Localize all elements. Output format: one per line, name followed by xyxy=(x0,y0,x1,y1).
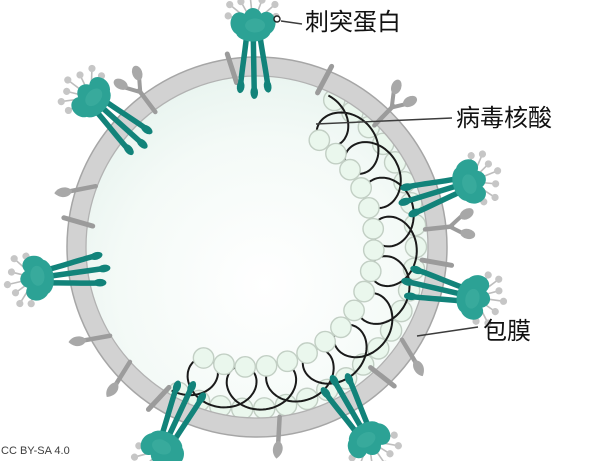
membrane-tick xyxy=(224,51,240,86)
membrane-tick xyxy=(419,257,455,268)
nucleoprotein-bead xyxy=(213,353,235,376)
nucleoprotein-bead xyxy=(308,129,331,152)
nucleic-acid-pointer-line xyxy=(315,117,453,125)
nucleoprotein-bead xyxy=(362,217,385,240)
nucleoprotein-bead xyxy=(339,158,361,181)
spike-pointer-line xyxy=(280,20,303,25)
transmembrane-ticks xyxy=(61,51,455,412)
nucleoprotein-bead xyxy=(343,299,365,322)
nucleoprotein-bead xyxy=(325,142,347,165)
nucleoprotein-bead xyxy=(359,260,382,283)
pointer-lines xyxy=(273,15,479,337)
nucleoprotein-bead xyxy=(192,347,215,369)
spike-protein-label: 刺突蛋白 xyxy=(305,9,401,36)
nucleoprotein-bead xyxy=(234,356,257,378)
nucleoprotein-bead xyxy=(330,316,352,339)
pointer-marker-icon xyxy=(273,15,281,23)
envelope-pointer-line xyxy=(416,326,479,337)
membrane-tick xyxy=(368,365,397,389)
nucleoprotein-bead xyxy=(255,354,278,377)
nucleoprotein-bead xyxy=(296,342,318,364)
nucleoprotein-bead xyxy=(314,330,337,353)
virion-interior xyxy=(68,58,446,436)
nucleoprotein-bead xyxy=(350,177,373,199)
membrane-tick xyxy=(145,384,172,412)
viral-nucleic-acid-helix xyxy=(167,88,428,421)
envelope-label: 包膜 xyxy=(483,318,531,345)
nucleic-acid-label: 病毒核酸 xyxy=(456,105,552,132)
nucleoprotein-bead xyxy=(358,196,380,219)
membrane-tick xyxy=(61,215,96,229)
envelope-membrane xyxy=(66,56,448,438)
nucleoprotein-bead xyxy=(362,239,385,262)
license-attribution: CC BY-SA 4.0 xyxy=(1,445,70,457)
membrane-tick xyxy=(315,63,335,96)
nucleoprotein-bead xyxy=(353,280,375,303)
nucleoprotein-bead xyxy=(276,350,299,373)
